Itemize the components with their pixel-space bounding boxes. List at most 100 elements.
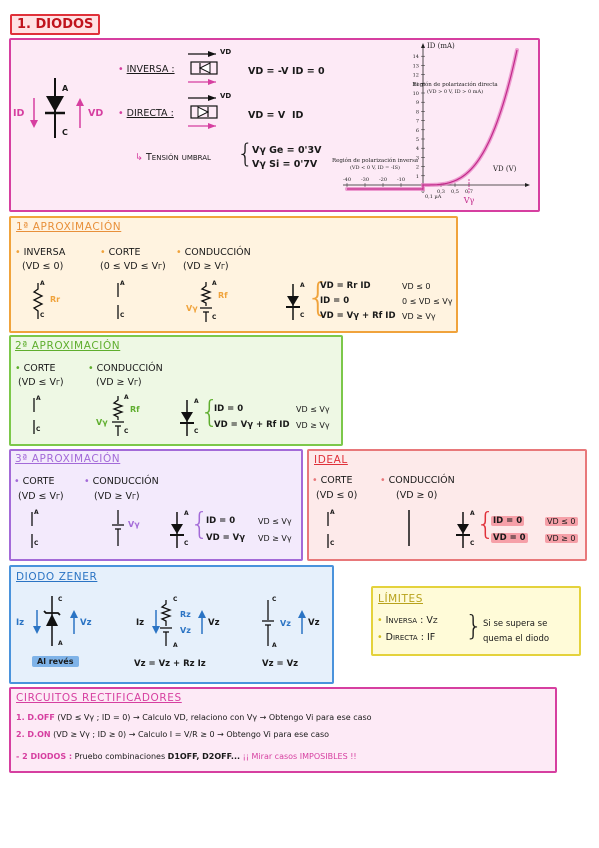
directa-vd-label: VD	[220, 92, 232, 100]
open-circuit-icon	[327, 512, 329, 548]
diode-symbol-icon	[45, 78, 65, 138]
aprox1-corte: • CORTE	[100, 247, 141, 258]
iv-curve-line	[347, 49, 518, 190]
aprox2-conduccion-cond: (VD ≥ Vγ)	[96, 377, 142, 388]
current-arrow-icon	[33, 610, 41, 634]
rect-line-3-bold: D1OFF, D2OFF...	[167, 752, 241, 761]
zener-a2: A	[173, 642, 178, 649]
aprox1-c2: C	[120, 312, 125, 319]
rect-line-1: 1. D.OFF (VD ≤ Vγ ; ID = 0) → Calculo VD…	[16, 713, 372, 722]
aprox1-eq3c: VD ≥ Vγ	[402, 312, 436, 321]
aprox1-a4: A	[300, 282, 305, 289]
limites-directa: • Directa : IF	[377, 632, 436, 643]
directa-id: ID	[292, 110, 304, 121]
aprox3-conduccion-cond: (VD ≥ Vγ)	[94, 491, 140, 502]
ideal-a1: A	[330, 509, 335, 516]
rect-line-1-num: 1. D.OFF	[16, 713, 55, 722]
x-tick-label: -20	[379, 177, 387, 183]
aprox1-eq1c: VD ≤ 0	[402, 282, 431, 291]
zener-vz-b: Vz	[180, 626, 191, 635]
inversa-label: • INVERSA :	[118, 64, 175, 75]
y-tick-label: 5	[416, 137, 419, 143]
brace: {	[237, 139, 254, 169]
ideal-panel	[307, 449, 587, 561]
region-inversa-label: Región de polarización inversa	[332, 157, 419, 164]
diode-small-icon	[456, 512, 470, 548]
limites-note: Si se supera se quema el diodo	[483, 619, 550, 644]
aprox2-a2: A	[124, 394, 129, 401]
zener-eq-b: Vz = Vz + Rz Iz	[134, 659, 206, 669]
x-tick-label: -10	[397, 177, 405, 183]
aprox2-eq1c: VD ≤ Vγ	[296, 405, 330, 414]
aprox3-c1: C	[34, 540, 39, 547]
battery-icon	[112, 510, 124, 546]
aprox3-corte-cond: (VD ≤ Vγ)	[18, 491, 64, 502]
diode-small-icon	[286, 284, 300, 320]
zener-vz-c: Vz	[208, 618, 220, 628]
rect-line-3-warn: ¡¡ Mirar casos IMPOSIBLES !!	[242, 752, 357, 761]
rect-line-3-num: - 2 DIODOS :	[16, 752, 73, 761]
aprox3-eq2: VD = Vγ	[206, 533, 246, 543]
current-arrow-icon	[30, 98, 38, 128]
aprox1-c1: C	[40, 312, 45, 319]
rect-line-2-text: (VD ≥ Vγ ; ID ≥ 0) → Calculo I = V/R ≥ 0…	[53, 730, 330, 739]
limites-title: LÍMITES	[378, 593, 424, 605]
y-tick-label: 3	[416, 155, 419, 161]
vgamma-ge: Vγ Ge = 0'3V	[252, 145, 322, 156]
ideal-conduccion: • CONDUCCIÓN	[380, 475, 455, 486]
aprox2-c3: C	[194, 428, 199, 435]
resistor-battery-icon	[200, 282, 212, 322]
y-tick-label: 8	[416, 109, 419, 115]
zener-vz: Vz	[80, 618, 92, 628]
iv-curve-chart: ID (mA)VD (V)1413121110987654321-40-30-2…	[332, 42, 530, 205]
aprox2-c2: C	[124, 428, 129, 435]
x-tick-label: 0,3	[437, 189, 445, 195]
y-tick-label: 12	[413, 73, 419, 79]
zener-vz-e: Vz	[308, 618, 320, 628]
aprox2-a3: A	[194, 398, 199, 405]
aprox1-conduccion-cond: (VD ≥ Vγ)	[183, 261, 229, 272]
current-arrow-icon	[152, 610, 160, 634]
aprox2-eq2: VD = Vγ + Rf ID	[214, 420, 290, 430]
ideal-conduccion-cond: (VD ≥ 0)	[396, 490, 438, 501]
aprox2-conduccion: • CONDUCCIÓN	[88, 363, 163, 374]
aprox1-eq2c: 0 ≤ VD ≤ Vγ	[402, 297, 453, 306]
x-axis-label: VD (V)	[492, 165, 517, 173]
x-axis-arrow	[525, 183, 530, 187]
label-anode: A	[62, 84, 69, 93]
tension-umbral: ↳ Tensión umbral	[135, 152, 211, 163]
y-axis-arrow	[421, 43, 425, 48]
region-directa-sub: (VD > 0 V, ID > 0 mA)	[427, 88, 483, 95]
aprox1-corte-cond: (0 ≤ VD ≤ Vγ)	[100, 261, 166, 272]
ideal-eq1c: VD ≤ 0	[545, 517, 578, 526]
rect-line-3-text: Pruebo combinaciones	[74, 752, 166, 761]
aprox1-rf: Rf	[218, 291, 228, 300]
is-label: 0,1 µA	[425, 194, 442, 200]
aprox1-eq2: ID = 0	[320, 296, 350, 306]
aprox3-corte: • CORTE	[14, 476, 55, 487]
brace: }	[465, 609, 483, 642]
aprox1-title: 1ª APROXIMACIÓN	[16, 221, 122, 233]
rect-line-2-num: 2. D.ON	[16, 730, 51, 739]
aprox1-eq3: VD = Vγ + Rf ID	[320, 311, 396, 321]
zener-iz: Iz	[16, 618, 25, 628]
aprox3-a2: A	[184, 510, 189, 517]
x-tick-label: 0	[421, 189, 424, 195]
aprox1-c4: C	[300, 312, 305, 319]
label-vd: VD	[88, 108, 104, 119]
directa-label: • DIRECTA :	[118, 108, 174, 119]
ideal-c2: C	[470, 540, 475, 547]
diode-inverse-circuit-icon	[188, 51, 218, 85]
zener-c3: C	[272, 596, 277, 603]
aprox2-eq1: ID = 0	[214, 404, 244, 414]
ideal-c1: C	[330, 540, 335, 547]
zener-iz-b: Iz	[136, 618, 145, 628]
ideal-corte-cond: (VD ≤ 0)	[316, 490, 358, 501]
aprox1-panel	[9, 216, 458, 333]
y-tick-label: 10	[413, 91, 419, 97]
aprox1-c3: C	[212, 314, 217, 321]
aprox3-conduccion: • CONDUCCIÓN	[84, 476, 159, 487]
aprox1-a1: A	[40, 280, 45, 287]
zener-c2: C	[173, 596, 178, 603]
diode-direct-circuit-icon	[188, 95, 218, 129]
